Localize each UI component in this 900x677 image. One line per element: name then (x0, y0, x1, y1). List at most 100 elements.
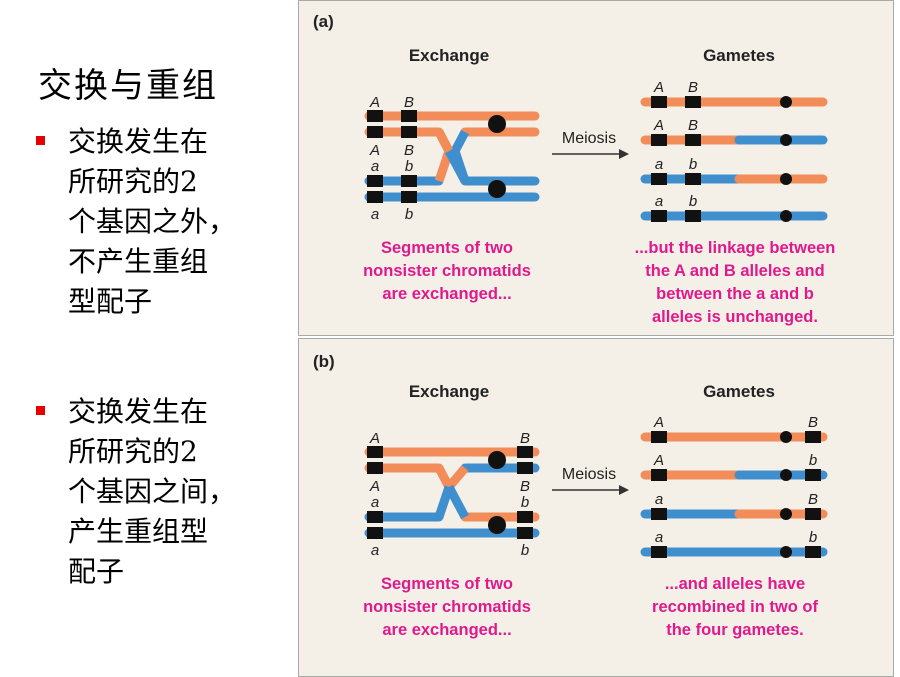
gamete-allele-label: a (655, 529, 663, 546)
allele-label: B (520, 478, 530, 495)
gene-mark (685, 173, 701, 185)
exchange-heading: Exchange (409, 382, 489, 401)
exchange-heading: Exchange (409, 46, 489, 65)
bullet-item-between: 交换发生在 所研究的2 个基因之间， 产生重组型 配子 (36, 392, 276, 592)
arrow-label: Meiosis (562, 130, 616, 147)
gamete-allele-label: a (655, 491, 663, 508)
centromere (780, 173, 792, 185)
caption-right-line: the four gametes. (666, 621, 804, 639)
bullet-text: 交换发生在 所研究的2 个基因之外， 不产生重组 型配子 (68, 125, 237, 318)
gene-mark (805, 508, 821, 520)
allele-label: A (369, 142, 380, 159)
centromere (780, 469, 792, 481)
arrow-head-icon (619, 149, 629, 159)
gene-mark (517, 511, 533, 523)
centromere (488, 115, 506, 133)
gamete-allele-label: A (653, 452, 664, 469)
caption-right-line: ...and alleles have (665, 575, 805, 593)
gamete-allele-label: A (653, 414, 664, 431)
allele-label: B (404, 94, 414, 111)
allele-label: a (371, 158, 379, 175)
caption-left-line: Segments of two (381, 575, 513, 593)
bullet-marker (36, 406, 45, 415)
centromere (488, 180, 506, 198)
allele-label: a (371, 494, 379, 511)
gene-mark (517, 462, 533, 474)
gene-mark (651, 96, 667, 108)
gene-mark (401, 126, 417, 138)
allele-label: b (405, 158, 413, 175)
gene-mark (367, 446, 383, 458)
gamete-allele-label: a (655, 156, 663, 173)
allele-label: a (371, 206, 379, 223)
arrow-head-icon (619, 485, 629, 495)
caption-left-line: nonsister chromatids (363, 262, 531, 280)
caption-left-line: are exchanged... (382, 285, 511, 303)
crossover-orange (445, 465, 469, 490)
gamete-allele-label: A (653, 117, 664, 134)
gamete-allele-label: b (809, 452, 817, 469)
crossover-blue-lower (445, 148, 469, 184)
gene-mark (367, 191, 383, 203)
gene-mark (651, 546, 667, 558)
caption-right-line: the A and B alleles and (645, 262, 824, 280)
gene-mark (651, 469, 667, 481)
allele-label: B (404, 142, 414, 159)
gene-mark (685, 210, 701, 222)
gamete-allele-label: a (655, 193, 663, 210)
gene-mark (685, 134, 701, 146)
allele-label: A (369, 430, 380, 447)
gene-mark (651, 431, 667, 443)
gamete-allele-label: B (688, 79, 698, 96)
panel-letter: (a) (313, 12, 334, 31)
gene-mark (651, 210, 667, 222)
caption-left-line: Segments of two (381, 239, 513, 257)
allele-label: a (371, 542, 379, 559)
gamete-allele-label: b (809, 529, 817, 546)
gene-mark (367, 175, 383, 187)
gene-mark (367, 511, 383, 523)
centromere (780, 96, 792, 108)
gene-mark (805, 546, 821, 558)
panel-b: (b) Exchange Gametes A B A (298, 338, 894, 677)
allele-label: b (405, 206, 413, 223)
panel-a: (a) Exchange Gametes A (298, 0, 894, 336)
centromere (488, 451, 506, 469)
gene-mark (651, 508, 667, 520)
caption-right-line: ...but the linkage between (635, 239, 836, 257)
centromere (780, 210, 792, 222)
caption-right-line: between the a and b (656, 285, 814, 303)
gamete-allele-label: B (808, 491, 818, 508)
bullet-text: 交换发生在 所研究的2 个基因之间， 产生重组型 配子 (68, 395, 237, 588)
gamete-allele-label: B (808, 414, 818, 431)
gene-mark (685, 96, 701, 108)
gene-mark (517, 527, 533, 539)
allele-label: A (369, 478, 380, 495)
bullet-marker (36, 136, 45, 145)
gamete-allele-label: b (689, 156, 697, 173)
allele-label: A (369, 94, 380, 111)
centromere (780, 546, 792, 558)
centromere (780, 431, 792, 443)
gene-mark (651, 173, 667, 185)
allele-label: B (520, 430, 530, 447)
gametes-heading: Gametes (703, 382, 775, 401)
gamete-allele-label: B (688, 117, 698, 134)
gene-mark (805, 469, 821, 481)
caption-right-line: alleles is unchanged. (652, 308, 818, 326)
gametes-heading: Gametes (703, 46, 775, 65)
gene-mark (367, 462, 383, 474)
crossover-orange-upper (435, 129, 453, 154)
arrow-label: Meiosis (562, 466, 616, 483)
allele-label: b (521, 494, 529, 511)
slide-title: 交换与重组 (38, 66, 218, 106)
gene-mark (401, 191, 417, 203)
centromere (780, 508, 792, 520)
caption-left-line: are exchanged... (382, 621, 511, 639)
gamete-allele-label: b (689, 193, 697, 210)
bullet-item-outside: 交换发生在 所研究的2 个基因之外， 不产生重组 型配子 (36, 122, 276, 322)
gene-mark (805, 431, 821, 443)
gene-mark (367, 110, 383, 122)
gene-mark (401, 110, 417, 122)
centromere (488, 516, 506, 534)
